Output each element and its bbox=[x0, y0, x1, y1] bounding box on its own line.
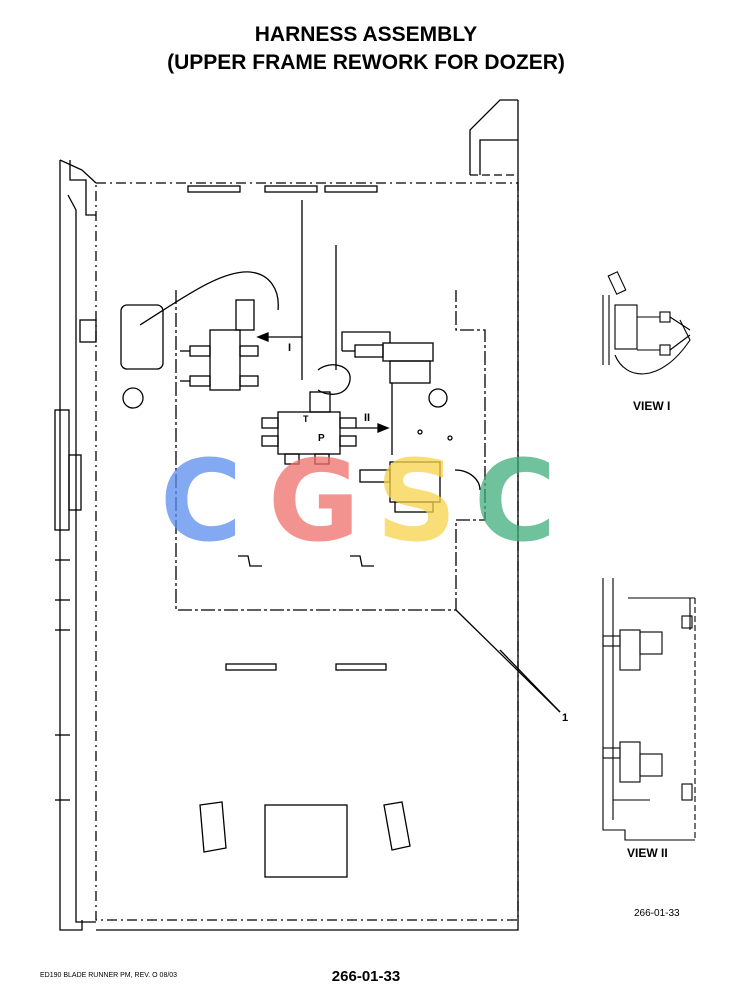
drawing-number: 266-01-33 bbox=[634, 908, 680, 919]
watermark-letter-s: S bbox=[376, 437, 457, 567]
watermark-letter-c1: C bbox=[160, 437, 242, 567]
frame-right-edge bbox=[96, 100, 519, 931]
upper-frame-outline bbox=[95, 182, 519, 921]
item-1-callout: 1 bbox=[562, 712, 569, 724]
view-2-label: VIEW II bbox=[627, 846, 668, 860]
watermark-letter-c2: C bbox=[474, 437, 556, 567]
valve-panel-outline bbox=[175, 290, 486, 611]
view-2-detail bbox=[602, 578, 696, 841]
port-p-label: P bbox=[318, 433, 325, 444]
arrow-ii-label: II bbox=[364, 412, 371, 424]
main-control-valve bbox=[261, 391, 357, 465]
frame-left-edge bbox=[59, 160, 83, 931]
title-line-2: (UPPER FRAME REWORK FOR DOZER) bbox=[167, 51, 565, 74]
title-line-1: HARNESS ASSEMBLY bbox=[254, 23, 478, 46]
watermark-letter-g: G bbox=[268, 437, 360, 567]
arrow-i-label: I bbox=[288, 342, 292, 354]
page-number: 266-01-33 bbox=[331, 968, 401, 985]
footer-left-text: ED190 BLADE RUNNER PM, REV. O 08/03 bbox=[40, 972, 178, 979]
view-1-label: VIEW I bbox=[633, 399, 671, 413]
right-valve-block-lower bbox=[359, 461, 481, 513]
port-t-label: T bbox=[303, 414, 309, 424]
left-valve-block bbox=[180, 299, 259, 391]
right-valve-block-upper bbox=[341, 331, 434, 455]
bottom-center-plate bbox=[264, 804, 348, 878]
view-1-detail bbox=[602, 271, 691, 375]
cgsc-watermark: C G S C bbox=[160, 437, 556, 567]
